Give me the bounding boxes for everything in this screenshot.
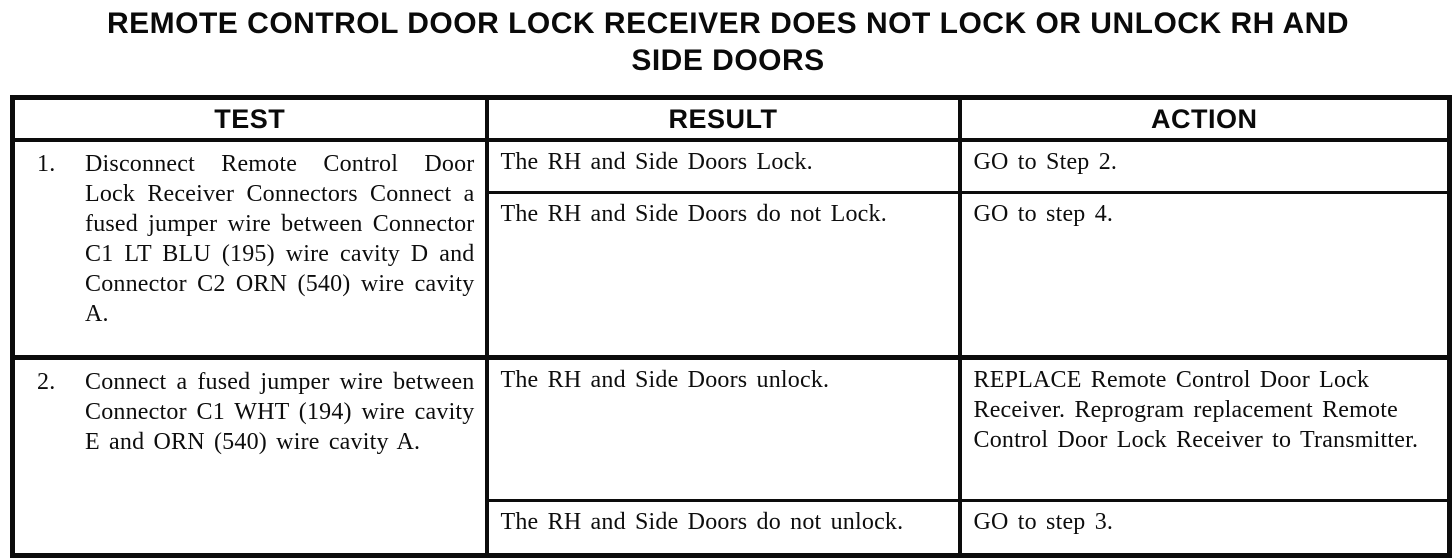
column-header-action: ACTION [957, 97, 1450, 142]
action-cell: GO to step 3. [957, 499, 1450, 556]
table-row: 2. Connect a fused jumper wire between Co… [10, 355, 1450, 556]
result-cell: The RH and Side Doors do not unlock. [484, 499, 960, 556]
test-cell-step-2: 2. Connect a fused jumper wire between Co… [10, 355, 487, 556]
result-cell: The RH and Side Doors do not Lock. [484, 191, 960, 358]
step-number: 1. [37, 151, 56, 177]
action-cell: REPLACE Remote Control Door Lock Receive… [957, 355, 1450, 501]
column-header-test: TEST [10, 97, 487, 142]
column-header-result: RESULT [484, 97, 960, 142]
test-step-1-text: 1. Disconnect Remote Control Door Lock Re… [37, 149, 475, 329]
table-row: 1. Disconnect Remote Control Door Lock Re… [10, 138, 1450, 358]
page-title-line-1: REMOTE CONTROL DOOR LOCK RECEIVER DOES N… [106, 7, 1350, 40]
header-row: TEST RESULT ACTION [10, 97, 1450, 142]
action-cell: GO to step 4. [957, 191, 1450, 358]
page-title: REMOTE CONTROL DOOR LOCK RECEIVER DOES N… [8, 5, 1448, 79]
test-step-2-text: 2. Connect a fused jumper wire between Co… [37, 367, 475, 457]
step-number: 2. [37, 369, 56, 395]
result-cell: The RH and Side Doors Lock. [484, 138, 960, 193]
step-text: Connect a fused jumper wire between Conn… [85, 369, 475, 455]
result-cell: The RH and Side Doors unlock. [484, 355, 960, 501]
page-title-line-2: SIDE DOORS [631, 44, 825, 77]
action-cell: GO to Step 2. [957, 138, 1450, 193]
diagnostic-table: TEST RESULT ACTION 1. Disconnect Remote C… [10, 95, 1452, 558]
table-row: The RH and Side Doors do not Lock. GO to… [13, 191, 1450, 358]
step-text: Disconnect Remote Control Door Lock Rece… [85, 151, 475, 327]
test-cell-step-1: 1. Disconnect Remote Control Door Lock Re… [10, 138, 487, 358]
